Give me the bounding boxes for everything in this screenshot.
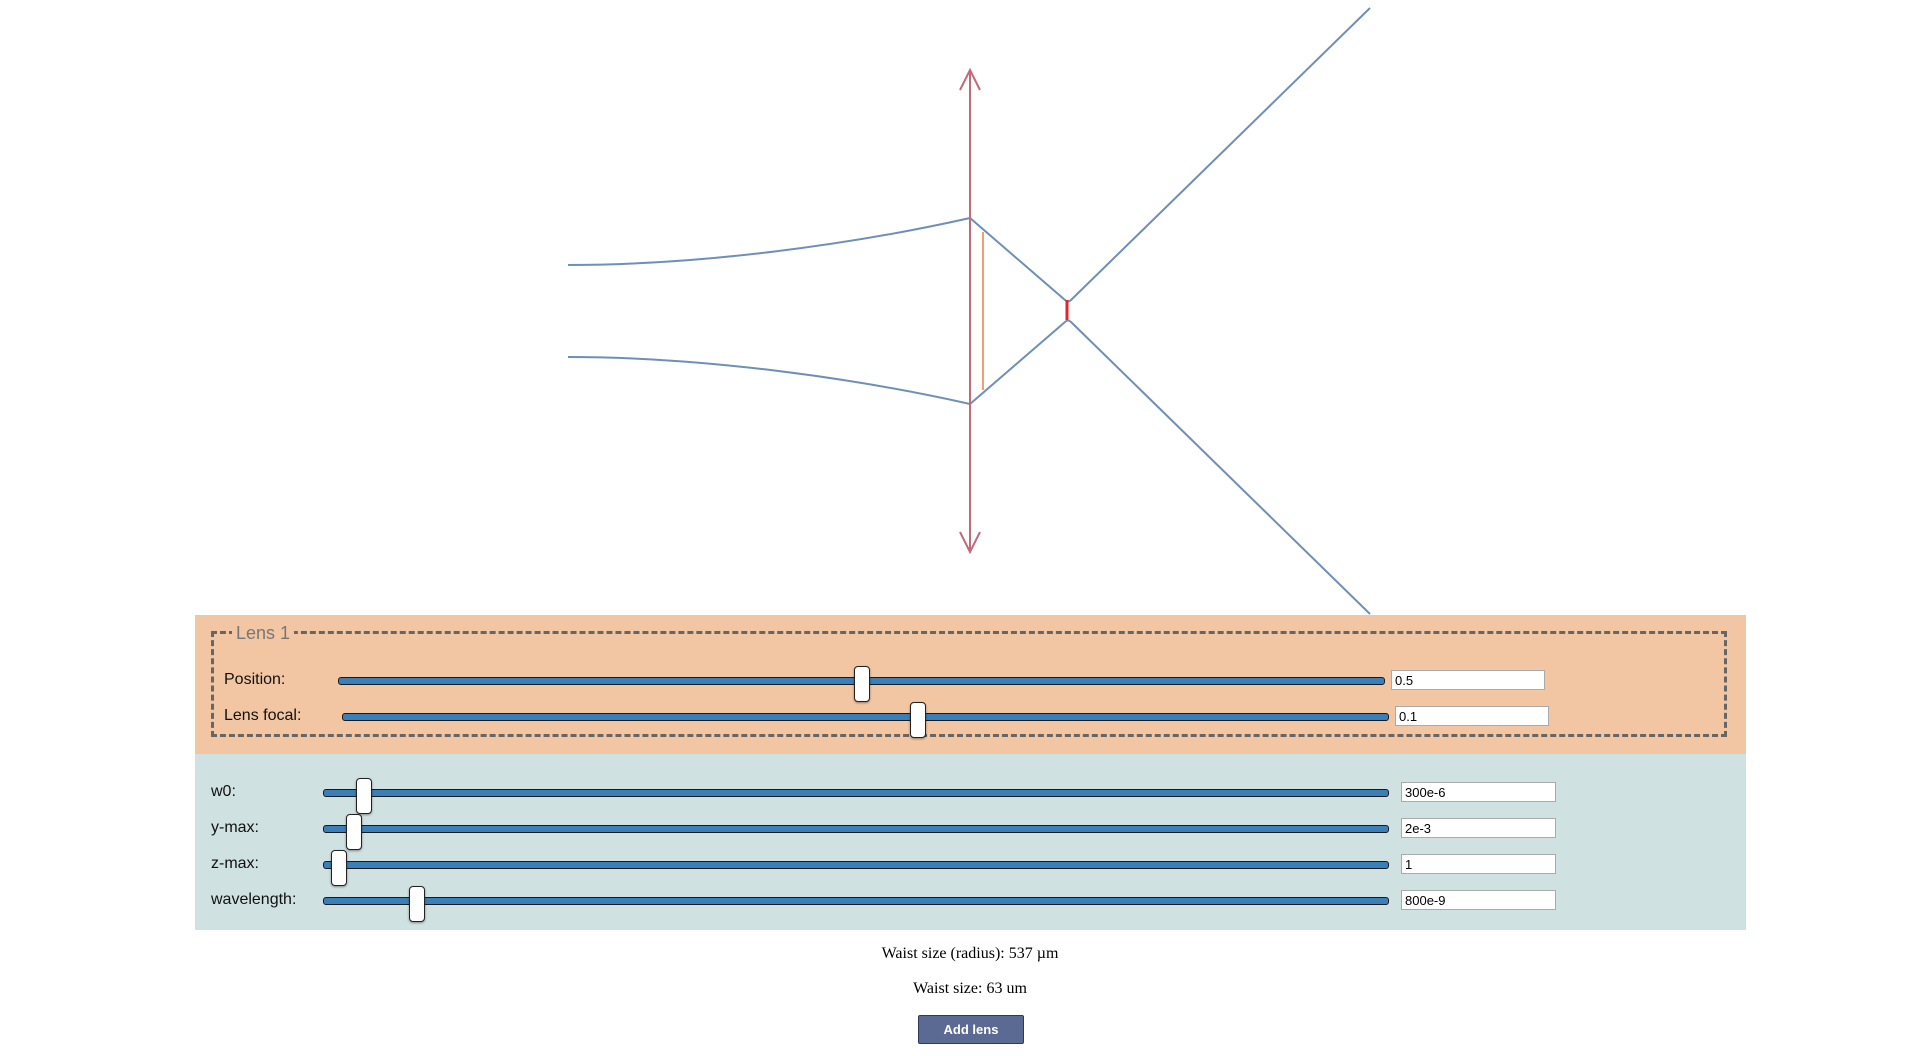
lens-position-row: Position: <box>224 666 1724 702</box>
lens-position-input[interactable] <box>1391 670 1545 690</box>
ymax-slider[interactable] <box>323 814 1389 850</box>
wavelength-input[interactable] <box>1401 890 1556 910</box>
lens-focal-label: Lens focal: <box>224 707 302 724</box>
ymax-row: y-max: <box>211 814 1731 850</box>
ymax-slider-thumb[interactable] <box>345 814 362 850</box>
waist-radius-text: Waist size (radius): 537 µm <box>881 945 1059 962</box>
lens-position-slider-thumb[interactable] <box>853 666 870 702</box>
ymax-label: y-max: <box>211 819 259 836</box>
zmax-label: z-max: <box>211 855 259 872</box>
ymax-input[interactable] <box>1401 818 1556 838</box>
lens-position-slider[interactable] <box>338 666 1385 702</box>
lens-focal-slider[interactable] <box>342 702 1389 738</box>
zmax-slider[interactable] <box>323 850 1389 886</box>
beam-plot <box>567 7 1371 615</box>
w0-input[interactable] <box>1401 782 1556 802</box>
lens-focal-input[interactable] <box>1395 706 1549 726</box>
zmax-input[interactable] <box>1401 854 1556 874</box>
w0-row: w0: <box>211 778 1731 814</box>
lens-focal-slider-thumb[interactable] <box>909 702 926 738</box>
w0-label: w0: <box>211 783 236 800</box>
wavelength-slider-thumb[interactable] <box>408 886 425 922</box>
lens-arrow-bottom <box>959 531 981 555</box>
wavelength-slider[interactable] <box>323 886 1389 922</box>
lens-focal-row: Lens focal: <box>224 702 1724 738</box>
zmax-row: z-max: <box>211 850 1731 886</box>
wavelength-label: wavelength: <box>211 891 297 908</box>
lens-panel: Lens 1 Position: Lens focal: <box>195 615 1746 754</box>
lens-arrow-top <box>959 67 981 91</box>
wavelength-row: wavelength: <box>211 886 1731 922</box>
beam-lower-envelope <box>567 319 1371 615</box>
lens-fieldset: Lens 1 Position: Lens focal: <box>211 622 1727 738</box>
w0-slider[interactable] <box>323 778 1389 814</box>
lens-legend: Lens 1 <box>232 622 295 644</box>
add-lens-button[interactable]: Add lens <box>918 1015 1024 1044</box>
w0-slider-thumb[interactable] <box>356 778 373 814</box>
global-controls-panel: w0: y-max: z-max: wavelength: <box>195 754 1746 930</box>
waist-size-text: Waist size: 63 um <box>913 980 1027 997</box>
lens-position-label: Position: <box>224 671 286 688</box>
zmax-slider-thumb[interactable] <box>330 850 347 886</box>
